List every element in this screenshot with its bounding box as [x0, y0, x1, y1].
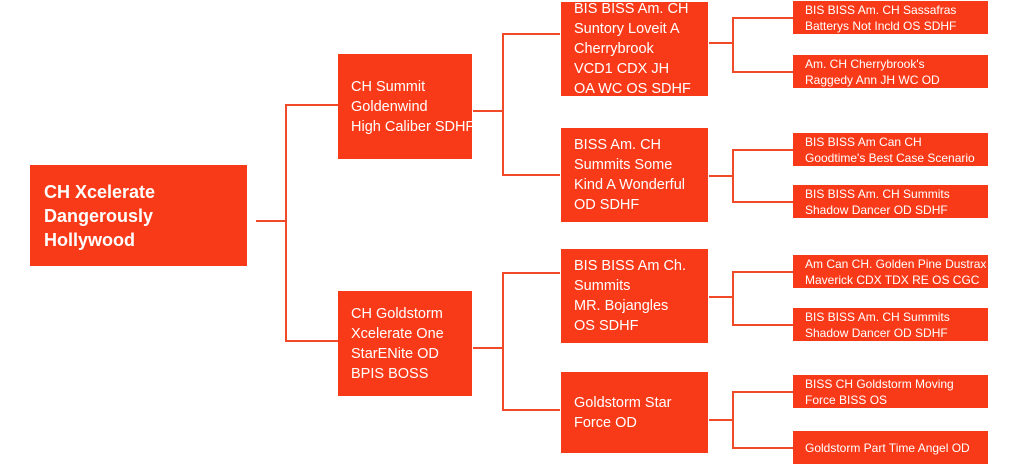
connector-l3-0-vertical	[732, 17, 734, 73]
connector-l2-0-vertical	[502, 33, 504, 176]
node-level3-1-line-2: Kind A Wonderful	[574, 177, 685, 193]
node-root-line-0: CH Xcelerate	[44, 181, 156, 202]
connector-l3-3-stub	[709, 419, 733, 421]
node-level4-2[interactable]: BIS BISS Am Can CH Goodtime's Best Case …	[793, 133, 988, 166]
node-level4-5[interactable]: BIS BISS Am. CH Summits Shadow Dancer OD…	[793, 308, 988, 341]
connector-l3-1-to-l4-3	[732, 201, 793, 203]
node-level3-2-line-0: BIS BISS Am Ch.	[574, 258, 687, 274]
connector-l2-0-to-l3-1	[502, 174, 560, 176]
connector-l2-1-to-l3-3	[502, 409, 560, 411]
node-level2-1-line-0: CH Goldstorm	[351, 305, 443, 322]
node-level3-1-line-1: Summits Some	[574, 157, 673, 173]
connector-l3-2-stub	[709, 296, 733, 298]
node-level4-5-line-1: Shadow Dancer OD SDHF	[805, 325, 948, 340]
connector-root-vertical	[285, 104, 287, 342]
node-level4-4-line-1: Maverick CDX TDX RE OS CGC	[805, 272, 980, 287]
node-level4-6[interactable]: BISS CH Goldstorm Moving Force BISS OS	[793, 375, 988, 408]
node-level4-3-line-0: BIS BISS Am. CH Summits	[805, 186, 950, 201]
node-level4-3-line-1: Shadow Dancer OD SDHF	[805, 202, 948, 217]
node-level4-7[interactable]: Goldstorm Part Time Angel OD	[793, 431, 988, 464]
node-level3-3-line-0: Goldstorm Star	[574, 394, 672, 411]
connector-root-to-l2-0	[285, 104, 338, 106]
connector-l3-3-to-l4-6	[732, 391, 793, 393]
node-level4-1-line-0: Am. CH Cherrybrook's	[805, 56, 925, 71]
connector-l3-0-to-l4-1	[732, 71, 793, 73]
node-level2-0[interactable]: CH Summit Goldenwind High Caliber SDHF	[338, 54, 472, 159]
connector-root-stub	[256, 220, 286, 222]
node-root-line-1: Dangerously	[44, 205, 154, 226]
node-level4-7-line-0: Goldstorm Part Time Angel OD	[805, 440, 970, 455]
node-level2-1-line-3: BPIS BOSS	[351, 365, 429, 382]
node-level3-2-line-3: OS SDHF	[574, 318, 639, 334]
connector-l3-2-to-l4-4	[732, 271, 793, 273]
node-level3-0-line-0: BIS BISS Am. CH	[574, 2, 689, 17]
node-level4-1-line-1: Raggedy Ann JH WC OD	[805, 72, 940, 87]
connector-l2-1-stub	[473, 347, 503, 349]
node-level2-1[interactable]: CH Goldstorm Xcelerate One StarENite OD …	[338, 291, 472, 396]
node-level4-6-line-0: BISS CH Goldstorm Moving	[805, 376, 954, 391]
connector-l3-0-to-l4-0	[732, 17, 793, 19]
node-level4-2-line-0: BIS BISS Am Can CH	[805, 134, 922, 149]
node-level4-0[interactable]: BIS BISS Am. CH Sassafras Batterys Not I…	[793, 1, 988, 34]
connector-l2-1-to-l3-2	[502, 272, 560, 274]
node-level4-0-line-1: Batterys Not Incld OS SDHF	[805, 18, 957, 33]
connector-l3-3-to-l4-7	[732, 447, 793, 449]
node-level3-2-line-2: MR. Bojangles	[574, 298, 669, 314]
connector-l2-0-stub	[473, 110, 503, 112]
connector-l2-1-vertical	[502, 272, 504, 411]
node-level2-1-line-1: Xcelerate One	[351, 325, 444, 342]
node-root[interactable]: CH Xcelerate Dangerously Hollywood	[30, 165, 247, 266]
node-level3-1-line-0: BISS Am. CH	[574, 137, 662, 153]
node-level3-3-line-1: Force OD	[574, 414, 637, 431]
node-level4-4[interactable]: Am Can CH. Golden Pine Dustrax Maverick …	[793, 255, 988, 288]
node-level2-0-line-0: CH Summit	[351, 78, 426, 95]
connector-l3-1-stub	[709, 175, 733, 177]
connector-l3-2-vertical	[732, 271, 734, 326]
node-level2-0-line-1: Goldenwind	[351, 98, 428, 115]
node-level4-4-line-0: Am Can CH. Golden Pine Dustrax	[805, 256, 987, 271]
node-level4-3[interactable]: BIS BISS Am. CH Summits Shadow Dancer OD…	[793, 185, 988, 218]
connector-l3-2-to-l4-5	[732, 324, 793, 326]
node-level3-0-line-3: VCD1 CDX JH	[574, 61, 670, 77]
node-level3-2[interactable]: BIS BISS Am Ch. Summits MR. Bojangles OS…	[561, 249, 708, 343]
node-level2-0-line-2: High Caliber SDHF	[351, 118, 472, 135]
connector-root-to-l2-1	[285, 340, 338, 342]
node-level3-0-line-2: Cherrybrook	[574, 41, 654, 57]
node-level3-1-line-3: OD SDHF	[574, 197, 640, 213]
connector-l3-3-vertical	[732, 391, 734, 449]
connector-l3-1-vertical	[732, 149, 734, 203]
node-level3-1[interactable]: BISS Am. CH Summits Some Kind A Wonderfu…	[561, 128, 708, 222]
node-level2-1-line-2: StarENite OD	[351, 345, 439, 362]
node-level4-5-line-0: BIS BISS Am. CH Summits	[805, 309, 950, 324]
node-level4-1[interactable]: Am. CH Cherrybrook's Raggedy Ann JH WC O…	[793, 55, 988, 88]
connector-l3-1-to-l4-2	[732, 149, 793, 151]
node-level4-2-line-1: Goodtime's Best Case Scenario	[805, 150, 975, 165]
node-level4-6-line-1: Force BISS OS	[805, 392, 888, 407]
node-level3-2-line-1: Summits	[574, 278, 631, 294]
node-root-line-2: Hollywood	[44, 229, 135, 250]
node-level4-0-line-0: BIS BISS Am. CH Sassafras	[805, 2, 957, 17]
node-level3-0-line-4: OA WC OS SDHF	[574, 81, 691, 96]
connector-l3-0-stub	[709, 42, 733, 44]
connector-l2-0-to-l3-0	[502, 33, 560, 35]
node-level3-3[interactable]: Goldstorm Star Force OD	[561, 372, 708, 453]
node-level3-0-line-1: Suntory Loveit A	[574, 21, 680, 37]
node-level3-0[interactable]: BIS BISS Am. CH Suntory Loveit A Cherryb…	[561, 2, 708, 96]
